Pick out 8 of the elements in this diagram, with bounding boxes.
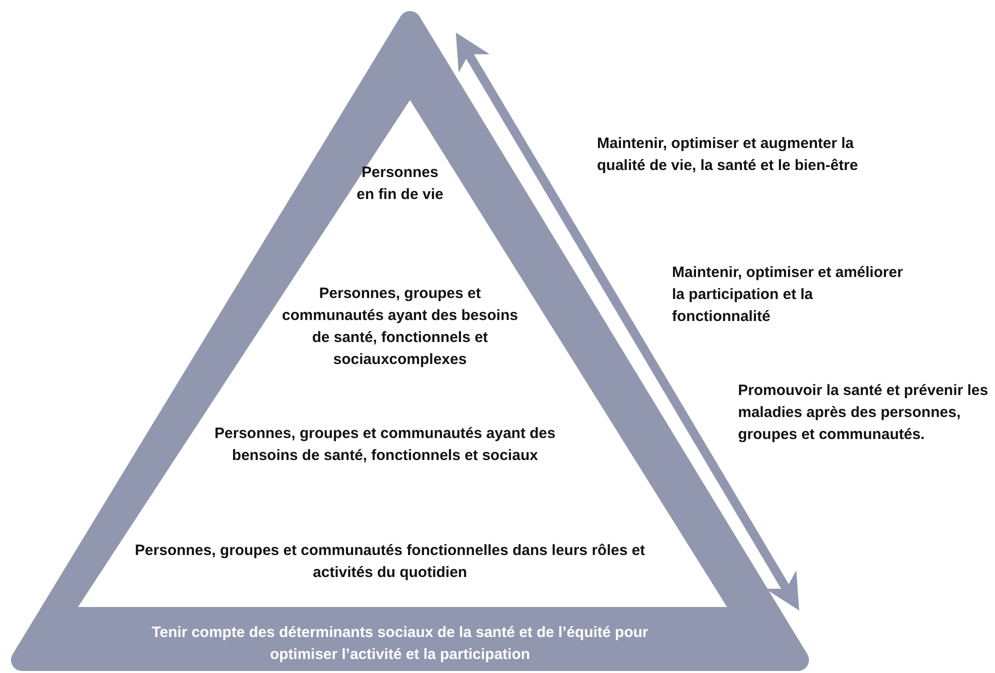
pyramid-level-text: Personnes en fin de vie	[356, 163, 444, 205]
pyramid-level-text: Personnes, groupes et communautés fonctionnelles dans leurs rôles et activités du quotidien	[134, 541, 646, 583]
base-band-text: Tenir compte des déterminants sociaux de la santé et de l’équité pour optimiser l’activité et la participation	[150, 623, 650, 665]
pyramid-level-text: Personnes, groupes et communautés ayant des besoins de santé, fonctionnels et sociauxcomplexes	[281, 284, 519, 370]
pyramid-level-text: Personnes, groupes et communautés ayant des bensoins de santé, fonctionnels et sociaux	[214, 424, 556, 466]
goal-text: Promouvoir la santé et prévenir les maladies après des personnes, groupes et communautés.	[738, 381, 990, 445]
goal-text: Maintenir, optimiser et améliorer la participation et la fonctionnalité	[672, 263, 904, 327]
goal-text: Maintenir, optimiser et augmenter la qualité de vie, la santé et le bien-être	[597, 134, 859, 176]
